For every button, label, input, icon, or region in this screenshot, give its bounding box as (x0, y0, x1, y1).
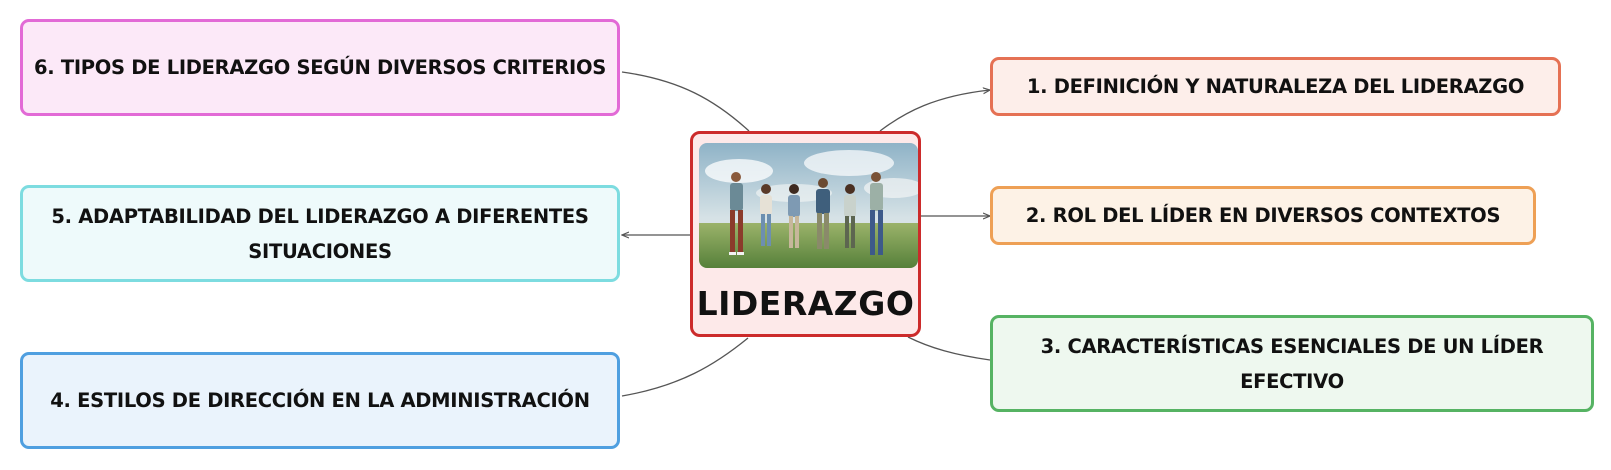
leadership-group-image (699, 143, 918, 268)
topic-node-1[interactable]: 1. DEFINICIÓN Y NATURALEZA DEL LIDERAZGO (990, 57, 1561, 116)
central-title: LIDERAZGO (696, 283, 915, 323)
topic-node-3[interactable]: 3. CARACTERÍSTICAS ESENCIALES DE UN LÍDE… (990, 315, 1594, 412)
connector-central-to-topic-4 (621, 337, 749, 397)
central-node[interactable]: LIDERAZGO (690, 131, 921, 337)
connector-central-to-topic-6 (621, 71, 750, 132)
topic-node-4[interactable]: 4. ESTILOS DE DIRECCIÓN EN LA ADMINISTRA… (20, 352, 620, 449)
topic-node-5[interactable]: 5. ADAPTABILIDAD DEL LIDERAZGO A DIFEREN… (20, 185, 620, 282)
topic-node-2[interactable]: 2. ROL DEL LÍDER EN DIVERSOS CONTEXTOS (990, 186, 1536, 245)
topic-node-6[interactable]: 6. TIPOS DE LIDERAZGO SEGÚN DIVERSOS CRI… (20, 19, 620, 116)
connector-central-to-topic-3 (907, 336, 991, 361)
connector-central-to-topic-1 (879, 90, 990, 132)
